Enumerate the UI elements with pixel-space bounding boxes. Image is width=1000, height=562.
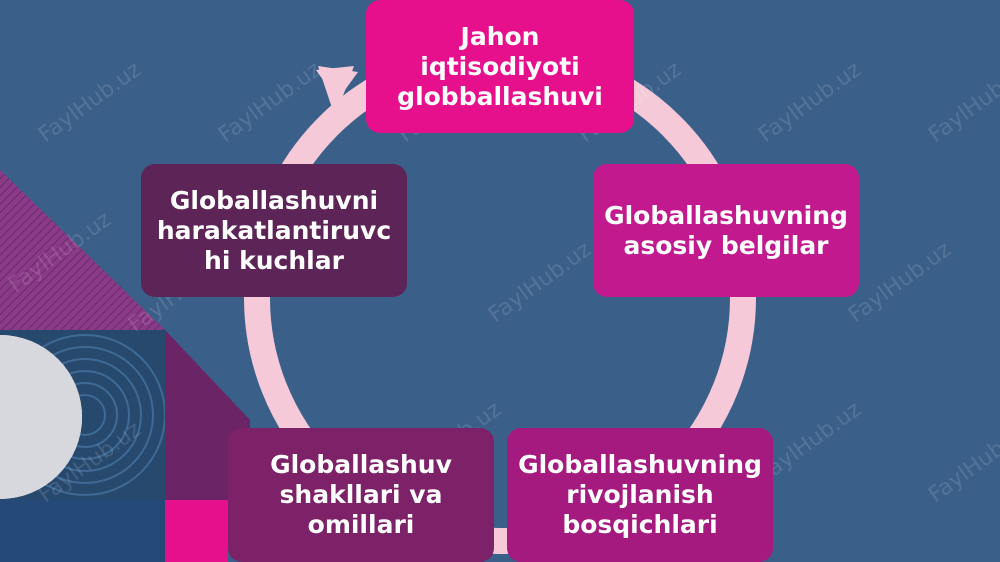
striped-triangle: [0, 170, 165, 330]
node-label: Globallashuv shakllari va omillari: [270, 450, 452, 539]
deco-navy-block: [0, 500, 165, 562]
deco-pink-block: [165, 500, 228, 562]
cycle-node-1: Jahon iqtisodiyoti globballashuvi: [366, 0, 634, 133]
cycle-node-4: Globallashuv shakllari va omillari: [228, 428, 494, 562]
arrow-head-icon: [318, 66, 358, 108]
cycle-node-5: Globallashuvni harakatlantiruvc hi kuchl…: [141, 164, 407, 297]
node-label: Jahon iqtisodiyoti globballashuvi: [397, 21, 603, 111]
node-label: Globallashuvning asosiy belgilar: [604, 200, 848, 260]
cycle-node-3: Globallashuvning rivojlanish bosqichlari: [507, 428, 773, 562]
node-label: Globallashuvning rivojlanish bosqichlari: [518, 450, 762, 539]
cycle-node-2: Globallashuvning asosiy belgilar: [593, 164, 859, 297]
node-label: Globallashuvni harakatlantiruvc hi kuchl…: [156, 185, 392, 275]
